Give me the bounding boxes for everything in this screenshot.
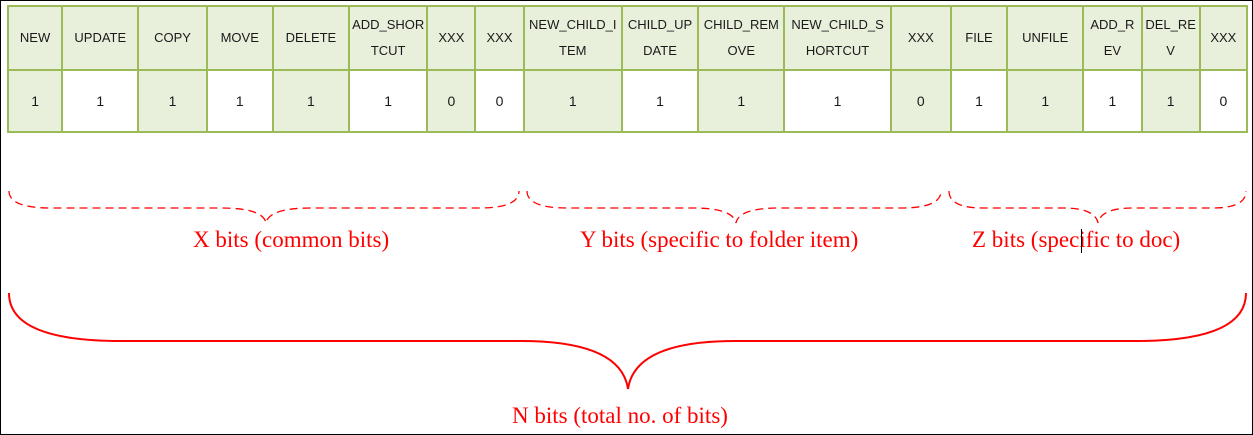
header-cell: XXX — [426, 5, 477, 71]
value-cell: 1 — [522, 69, 623, 133]
z-bits-label: Z bits (specific to doc) — [972, 227, 1181, 252]
brace-n — [8, 292, 1247, 390]
value-cell: 1 — [205, 69, 274, 133]
n-bits-label: N bits (total no. of bits) — [512, 403, 728, 428]
header-row: NEW UPDATE COPY MOVE DELETE ADD_SHORTCUT… — [6, 5, 1249, 71]
value-cell: 1 — [697, 69, 786, 133]
value-cell: 1 — [6, 69, 64, 133]
header-cell: NEW_CHILD_SHORTCUT — [783, 5, 892, 71]
value-cell: 1 — [1006, 69, 1085, 133]
value-cell: 1 — [1140, 69, 1201, 133]
header-cell: MOVE — [205, 5, 274, 71]
header-cell: ADD_REV — [1082, 5, 1143, 71]
value-cell: 1 — [949, 69, 1009, 133]
header-cell: UNFILE — [1006, 5, 1085, 71]
brace-y — [526, 190, 942, 224]
header-cell: XXX — [889, 5, 952, 71]
permission-bits-table: NEW UPDATE COPY MOVE DELETE ADD_SHORTCUT… — [6, 5, 1249, 133]
value-cell: 1 — [620, 69, 700, 133]
y-bits-label: Y bits (specific to folder item) — [580, 227, 859, 252]
header-cell: CHILD_UPDATE — [620, 5, 700, 71]
value-cell: 0 — [1198, 69, 1249, 133]
header-cell: XXX — [1198, 5, 1249, 71]
header-cell: DELETE — [271, 5, 351, 71]
header-cell: ADD_SHORTCUT — [348, 5, 429, 71]
value-cell: 0 — [474, 69, 525, 133]
header-cell: COPY — [137, 5, 208, 71]
header-cell: FILE — [949, 5, 1009, 71]
value-cell: 1 — [783, 69, 892, 133]
brace-z — [948, 190, 1247, 224]
header-cell: XXX — [474, 5, 525, 71]
value-row: 1 1 1 1 1 1 0 0 1 1 1 1 0 1 1 1 1 0 — [6, 69, 1249, 133]
header-cell: UPDATE — [61, 5, 140, 71]
value-cell: 0 — [426, 69, 477, 133]
value-cell: 1 — [271, 69, 351, 133]
header-cell: DEL_REV — [1140, 5, 1201, 71]
value-cell: 1 — [137, 69, 208, 133]
value-cell: 0 — [889, 69, 952, 133]
header-cell: CHILD_REMOVE — [697, 5, 786, 71]
value-cell: 1 — [1082, 69, 1143, 133]
header-cell: NEW_CHILD_ITEM — [522, 5, 623, 71]
header-cell: NEW — [6, 5, 64, 71]
value-cell: 1 — [348, 69, 429, 133]
value-cell: 1 — [61, 69, 140, 133]
text-cursor — [1081, 229, 1082, 253]
brace-x — [8, 190, 520, 224]
x-bits-label: X bits (common bits) — [193, 227, 390, 252]
